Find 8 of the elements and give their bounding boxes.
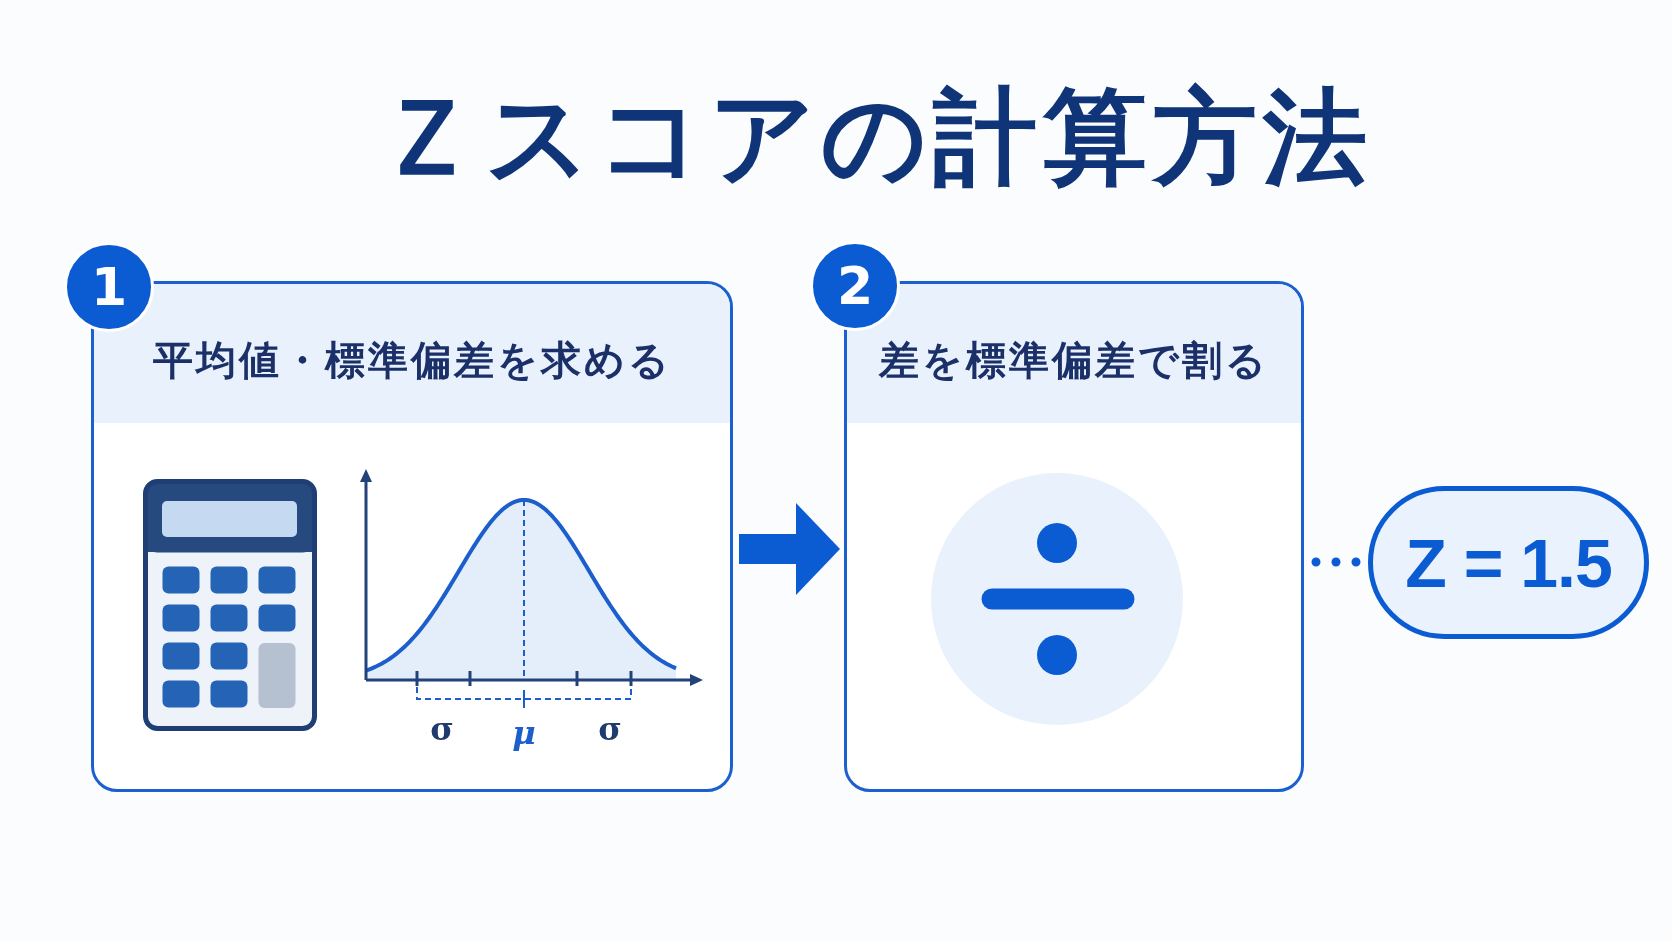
axis-label: σ xyxy=(598,713,622,745)
axis-label: μ xyxy=(512,717,536,749)
number-badge: 1 xyxy=(64,242,154,332)
title: Ｚスコアの計算方法 xyxy=(375,75,1373,200)
block-arrow xyxy=(739,503,840,595)
result-pill: Z = 1.5 xyxy=(1368,486,1649,639)
axis-label: σ xyxy=(430,713,454,745)
dotted-line xyxy=(1311,557,1361,567)
